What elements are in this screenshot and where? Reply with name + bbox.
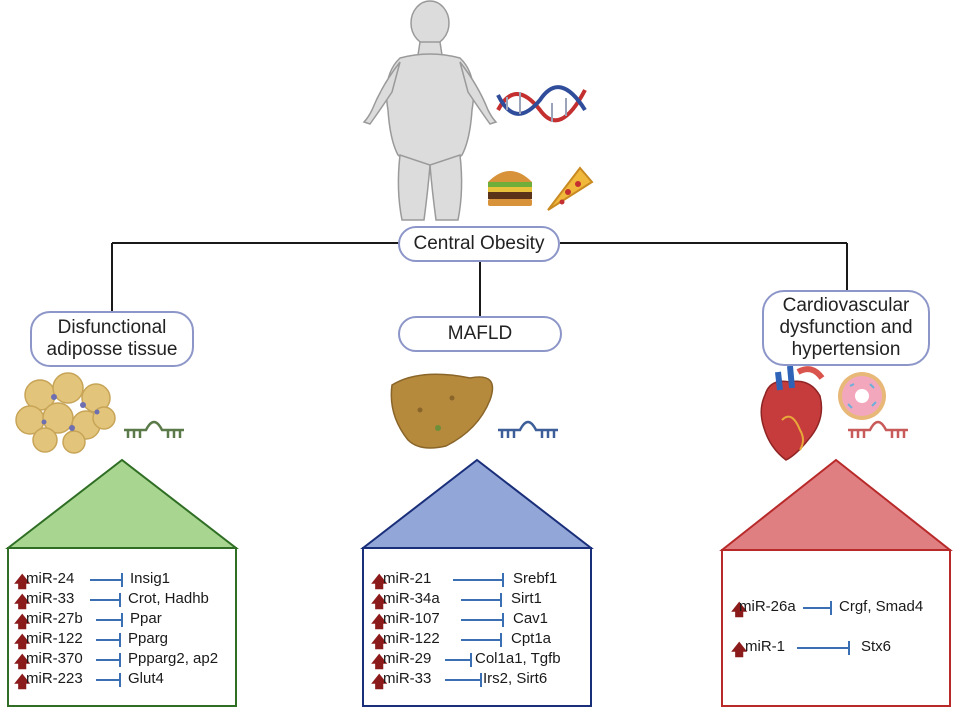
target-gene: Col1a1, Tgfb [475, 650, 561, 667]
donut-icon [838, 372, 886, 420]
mirna-name: miR-107 [383, 610, 440, 627]
target-gene: Sirt1 [511, 590, 542, 607]
inhibition-icon [96, 653, 121, 667]
mirna-name: miR-24 [26, 570, 75, 587]
connector-lines [111, 242, 848, 316]
up-arrow-icon: 🡅 [371, 634, 388, 651]
adipose-title: Disfunctional adiposse tissue [30, 311, 194, 367]
target-gene: Srebf1 [513, 570, 558, 587]
target-gene: Crgf, Smad4 [839, 598, 924, 615]
mirna-name: miR-370 [26, 650, 83, 667]
inhibition-icon [803, 601, 832, 615]
house-cardio [719, 458, 953, 707]
adipose-cells-icon [15, 372, 116, 454]
up-arrow-icon: 🡅 [731, 602, 748, 619]
target-gene: Ppar [130, 610, 162, 627]
up-arrow-icon: 🡅 [371, 574, 388, 591]
inhibition-icon [445, 653, 472, 667]
target-gene: Pparg [128, 630, 169, 647]
mirna-name: miR-21 [383, 570, 432, 587]
up-arrow-icon: 🡅 [14, 674, 31, 691]
inhibition-icon [461, 593, 502, 607]
human-figure-icon [362, 0, 498, 221]
target-gene: Crot, Hadhb [128, 590, 209, 607]
up-arrow-icon: 🡅 [371, 674, 388, 691]
mirna-icon [124, 420, 184, 438]
inhibition-icon [445, 673, 482, 687]
up-arrow-icon: 🡅 [371, 614, 388, 631]
target-gene: Cav1 [513, 610, 549, 627]
burger-icon [488, 171, 532, 206]
inhibition-icon [461, 633, 502, 647]
up-arrow-icon: 🡅 [14, 614, 31, 631]
adipose-mirna-list: 🡅 miR-24 Insig1 🡅 miR-33 Crot, Hadhb 🡅 m… [14, 570, 234, 700]
inhibition-icon [90, 593, 121, 607]
mirna-name: miR-33 [26, 590, 75, 607]
target-gene: Irs2, Sirt6 [483, 670, 548, 687]
target-gene: Ppparg2, ap2 [128, 650, 219, 667]
up-arrow-icon: 🡅 [14, 654, 31, 671]
mirna-icon [498, 420, 558, 438]
mirna-name: miR-122 [26, 630, 83, 647]
mirna-name: miR-1 [745, 638, 785, 655]
target-gene: Cpt1a [511, 630, 552, 647]
liver-icon [390, 373, 494, 449]
target-gene: Stx6 [861, 638, 892, 655]
mafld-mirna-list: 🡅 miR-21 Srebf1 🡅 miR-34a Sirt1 🡅 miR-10… [371, 570, 586, 700]
up-arrow-icon: 🡅 [14, 634, 31, 651]
inhibition-icon [96, 633, 121, 647]
mirna-name: miR-223 [26, 670, 83, 687]
up-arrow-icon: 🡅 [731, 642, 748, 659]
target-gene: Glut4 [128, 670, 164, 687]
mirna-name: miR-26a [739, 598, 796, 615]
mirna-name: miR-27b [26, 610, 83, 627]
inhibition-icon [96, 613, 123, 627]
mirna-name: miR-29 [383, 650, 432, 667]
dna-icon [496, 85, 587, 123]
up-arrow-icon: 🡅 [371, 654, 388, 671]
mirna-icon [848, 420, 908, 438]
pizza-icon [547, 166, 594, 211]
mirna-name: miR-34a [383, 590, 440, 607]
heart-icon [760, 365, 825, 461]
target-gene: Insig1 [130, 570, 171, 587]
inhibition-icon [90, 573, 123, 587]
mirna-name: miR-122 [383, 630, 440, 647]
cardio-title: Cardiovascular dysfunction and hypertens… [762, 290, 930, 366]
inhibition-icon [797, 641, 850, 655]
central-obesity-label: Central Obesity [398, 226, 560, 262]
up-arrow-icon: 🡅 [371, 594, 388, 611]
up-arrow-icon: 🡅 [14, 574, 31, 591]
cardio-mirna-list: 🡅 miR-26a Crgf, Smad4 🡅 miR-1 Stx6 [731, 598, 946, 668]
up-arrow-icon: 🡅 [14, 594, 31, 611]
inhibition-icon [453, 573, 504, 587]
mirna-name: miR-33 [383, 670, 432, 687]
mafld-title: MAFLD [398, 316, 562, 352]
inhibition-icon [461, 613, 504, 627]
inhibition-icon [96, 673, 121, 687]
